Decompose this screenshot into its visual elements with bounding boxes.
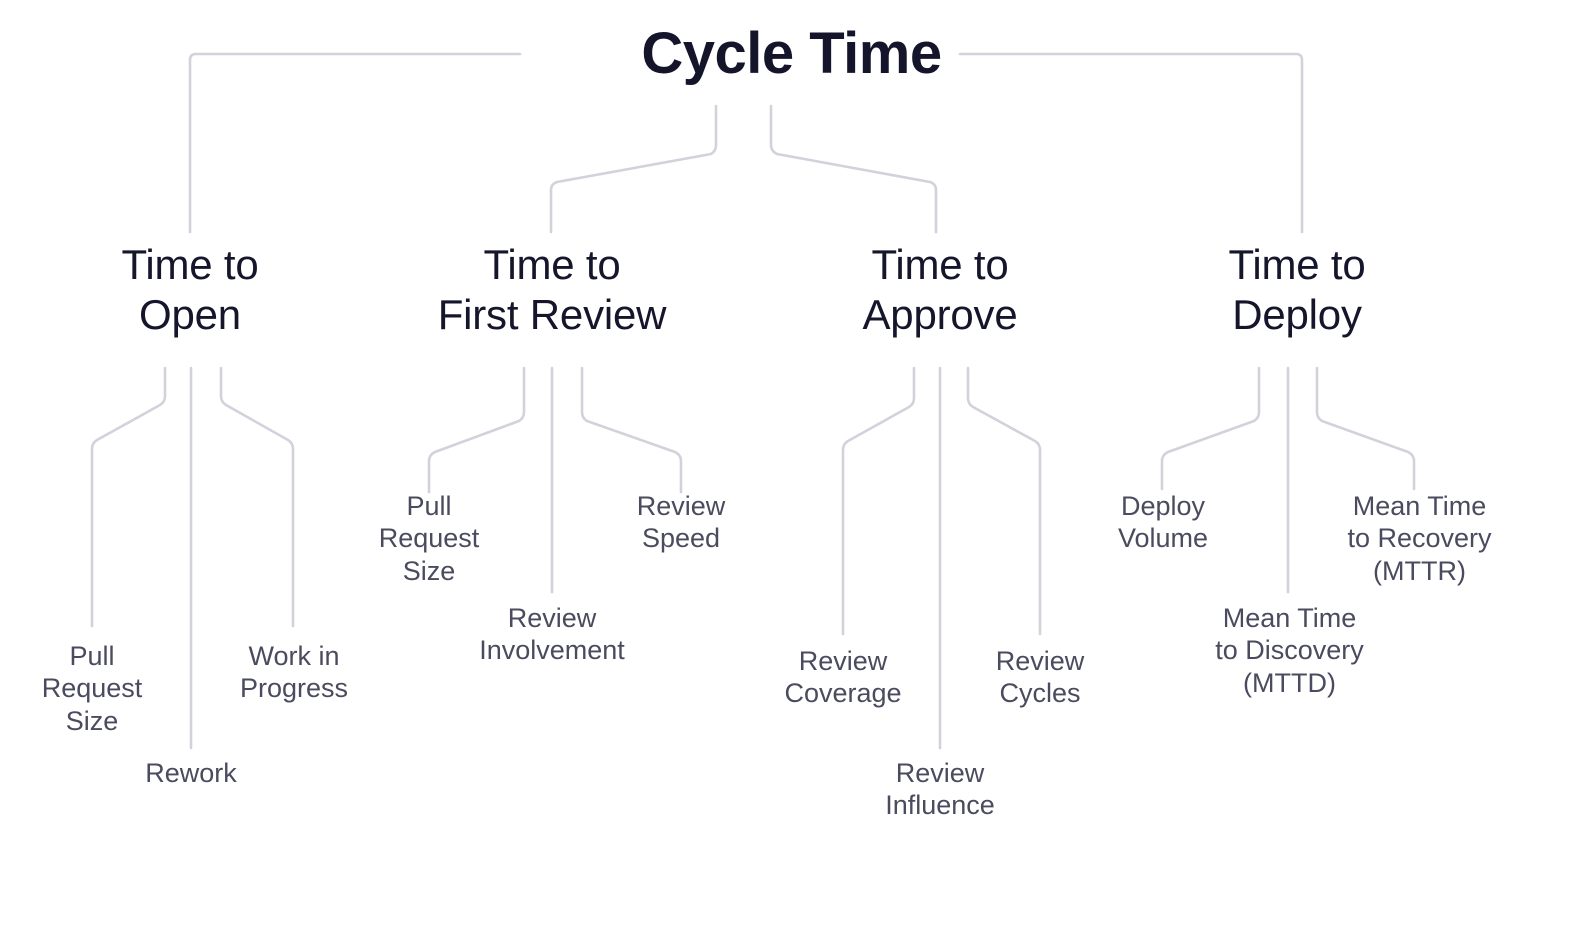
leaf-review-cycles[interactable]: Review Cycles <box>995 646 1085 709</box>
edge-root-to-approve <box>769 104 938 234</box>
edge-deploy-to-mean-time-to-recovery <box>1315 366 1416 491</box>
leaf-rework[interactable]: Rework <box>145 758 237 788</box>
leaf-pull-request-size-2[interactable]: Pull Request Size <box>378 491 480 586</box>
leaf-mean-time-to-discovery[interactable]: Mean Time to Discovery (MTTD) <box>1215 603 1364 698</box>
edge-first-review-to-review-speed <box>580 366 683 494</box>
group-title-time-to-open[interactable]: Time to Open <box>121 241 259 338</box>
leaf-review-influence[interactable]: Review Influence <box>885 758 995 821</box>
leaf-pull-request-size[interactable]: Pull Request Size <box>41 641 143 736</box>
group-title-time-to-first-review[interactable]: Time to First Review <box>437 241 667 338</box>
leaf-review-coverage[interactable]: Review Coverage <box>784 646 902 709</box>
leaf-mean-time-to-recovery[interactable]: Mean Time to Recovery (MTTR) <box>1347 491 1492 586</box>
group-title-time-to-approve[interactable]: Time to Approve <box>862 241 1018 338</box>
leaf-work-in-progress[interactable]: Work in Progress <box>239 641 349 704</box>
edge-deploy-to-deploy-volume <box>1160 366 1261 491</box>
edge-open-to-pull-request-size <box>90 366 167 628</box>
leaf-deploy-volume[interactable]: Deploy Volume <box>1117 491 1209 554</box>
leaf-review-speed[interactable]: Review Speed <box>636 491 726 554</box>
edge-approve-to-review-cycles <box>966 366 1042 636</box>
edge-approve-to-review-coverage <box>841 366 916 636</box>
page-title: Cycle Time <box>641 21 942 86</box>
edge-first-review-to-pull-request-size <box>427 366 526 494</box>
group-title-time-to-deploy[interactable]: Time to Deploy <box>1228 241 1366 338</box>
edge-open-to-work-in-progress <box>219 366 295 628</box>
edge-root-to-first-review <box>549 104 718 234</box>
leaf-review-involvement[interactable]: Review Involvement <box>479 603 625 666</box>
